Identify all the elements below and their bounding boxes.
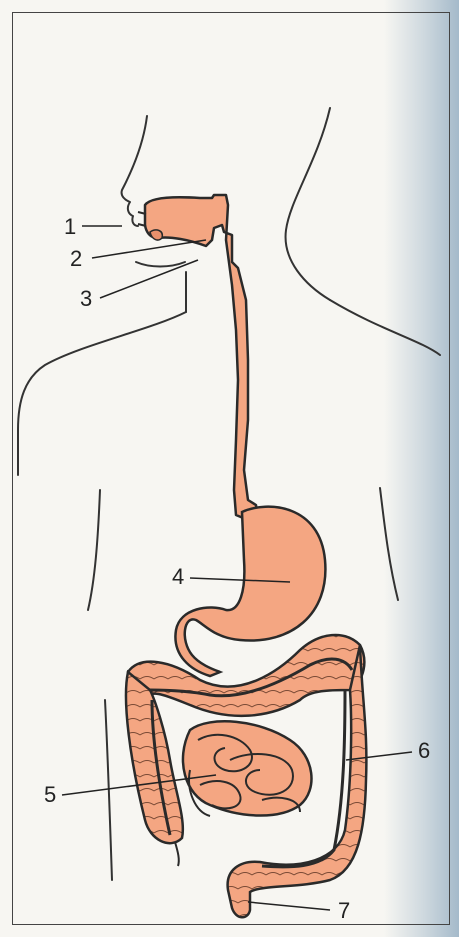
leader-7	[248, 902, 330, 910]
head-back	[286, 108, 330, 300]
label-5: 5	[44, 782, 56, 807]
esophagus	[145, 195, 258, 520]
jaw-line	[136, 262, 185, 267]
label-2: 2	[70, 246, 82, 271]
tongue	[150, 230, 162, 240]
label-4: 4	[172, 564, 184, 589]
label-6: 6	[418, 738, 430, 763]
upper-tract	[138, 195, 258, 520]
transverse-colon	[128, 635, 364, 716]
label-7: 7	[338, 898, 350, 923]
right-torso	[380, 488, 398, 600]
label-3: 3	[80, 286, 92, 311]
right-shoulder	[330, 300, 440, 355]
label-1: 1	[64, 214, 76, 239]
left-shoulder	[18, 312, 186, 475]
face-profile	[122, 116, 147, 226]
left-torso	[88, 490, 100, 610]
leader-2	[92, 240, 206, 258]
appendix	[175, 842, 179, 866]
